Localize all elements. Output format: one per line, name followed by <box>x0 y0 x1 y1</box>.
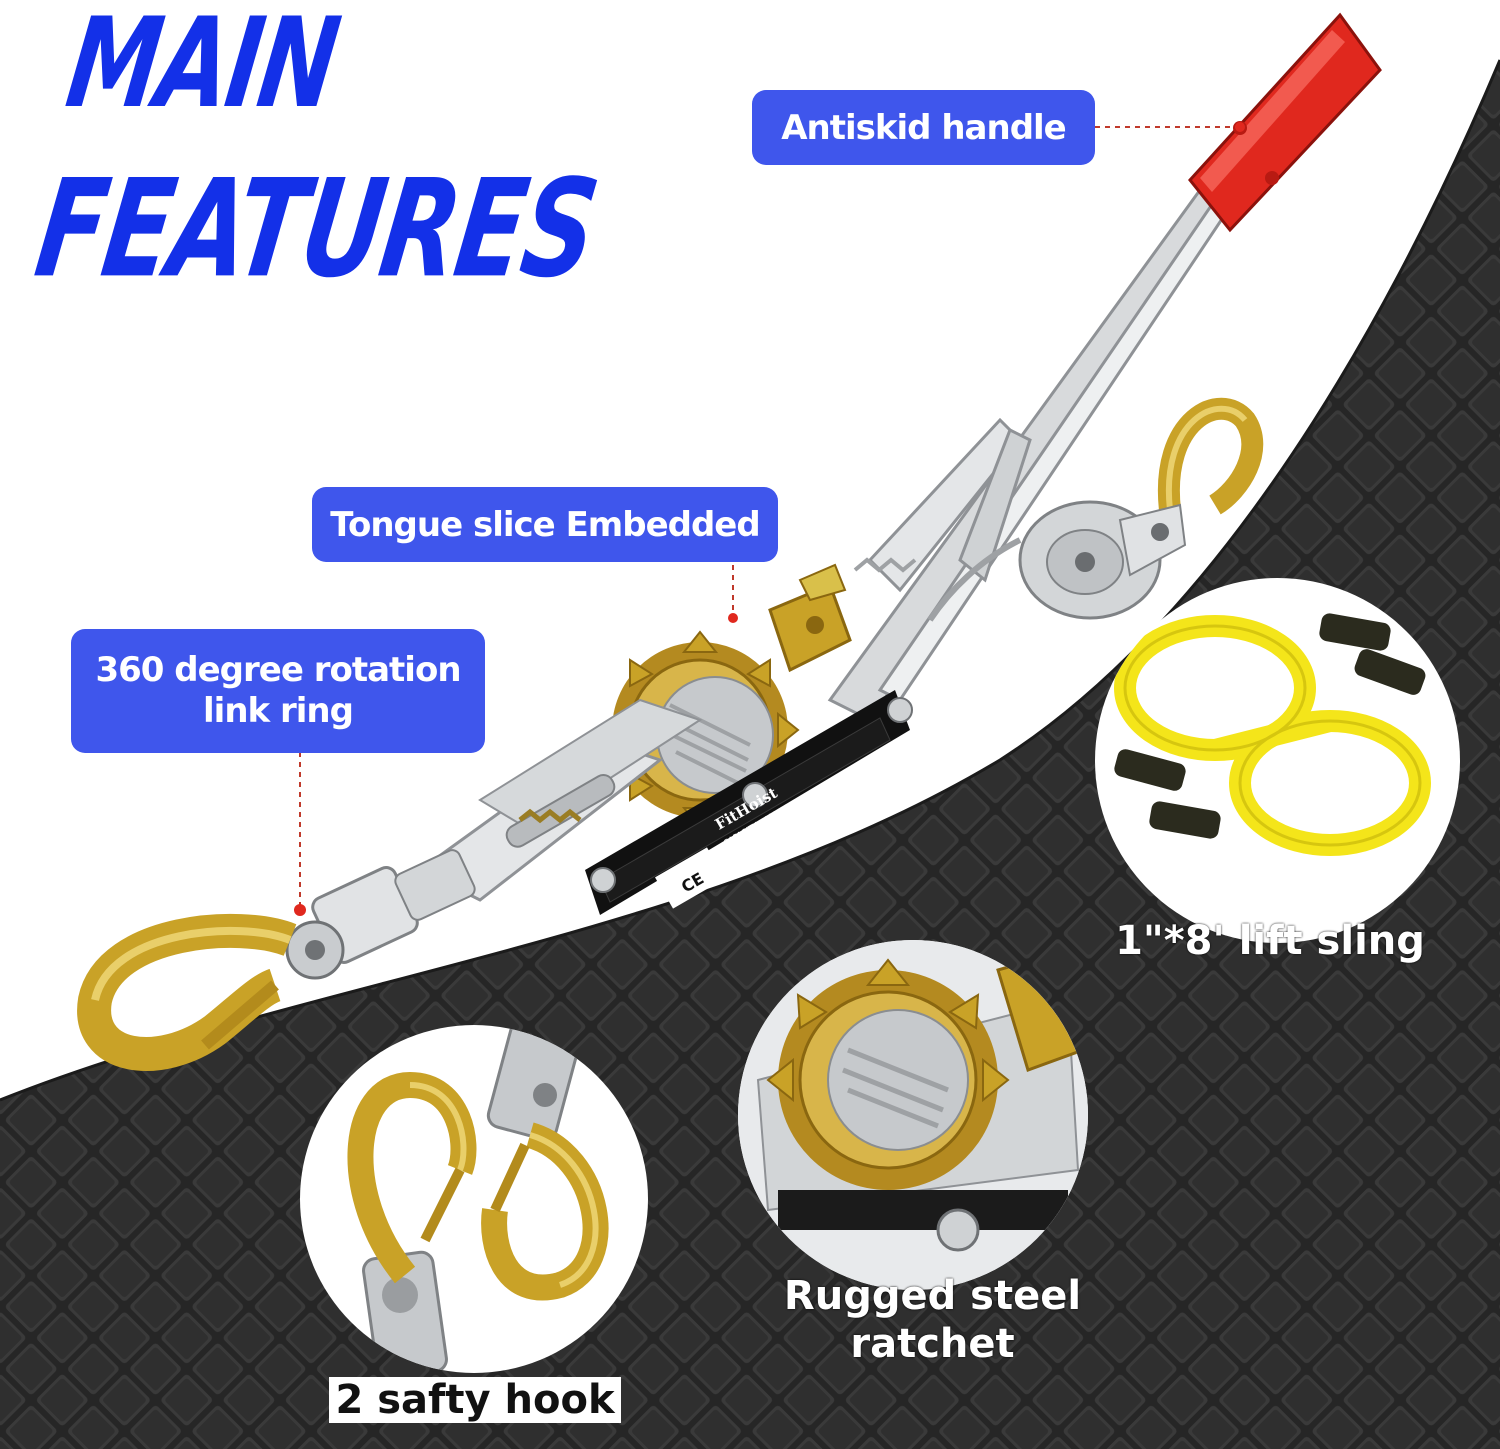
bottom-hook-icon <box>77 913 297 1071</box>
caption-safety-hook: 2 safty hook <box>300 1377 650 1423</box>
ratchet-gear-icon <box>600 630 800 830</box>
wire-rope <box>927 537 1022 622</box>
pulley-block <box>1018 500 1187 620</box>
callout-tongue-slice: Tongue slice Embedded <box>312 487 778 562</box>
caption-ratchet-line1: Rugged steel <box>783 1273 1082 1319</box>
ratchet-circle <box>738 940 1088 1290</box>
caption-ratchet-line2: ratchet <box>850 1321 1015 1367</box>
spring <box>853 557 917 573</box>
callout-link-ring: 360 degree rotation link ring <box>71 629 485 753</box>
tongue-slice-icon <box>768 563 852 673</box>
side-frame <box>417 698 703 902</box>
safety-hook-circle <box>300 1025 648 1373</box>
safety-hooks-icon <box>347 1025 609 1373</box>
swivel-link-ring-icon <box>285 849 476 980</box>
top-hook-icon <box>1157 397 1264 515</box>
lift-sling-icon <box>1114 613 1431 856</box>
lift-sling-circle <box>1095 578 1460 943</box>
caption-ratchet: Rugged steel ratchet <box>740 1272 1125 1368</box>
callout-link-ring-line1: 360 degree rotation <box>95 650 461 691</box>
caption-safety-hook-text: 2 safty hook <box>329 1377 621 1423</box>
callout-link-ring-line2: link ring <box>203 691 354 731</box>
caption-lift-sling: 1"*8' lift sling <box>1115 918 1425 964</box>
callout-antiskid-handle: Antiskid handle <box>752 90 1095 165</box>
ratchet-closeup-icon <box>738 940 1088 1290</box>
callout-antiskid-handle-label: Antiskid handle <box>781 107 1067 148</box>
callout-tongue-slice-label: Tongue slice Embedded <box>330 504 760 545</box>
label-plate <box>585 690 913 915</box>
